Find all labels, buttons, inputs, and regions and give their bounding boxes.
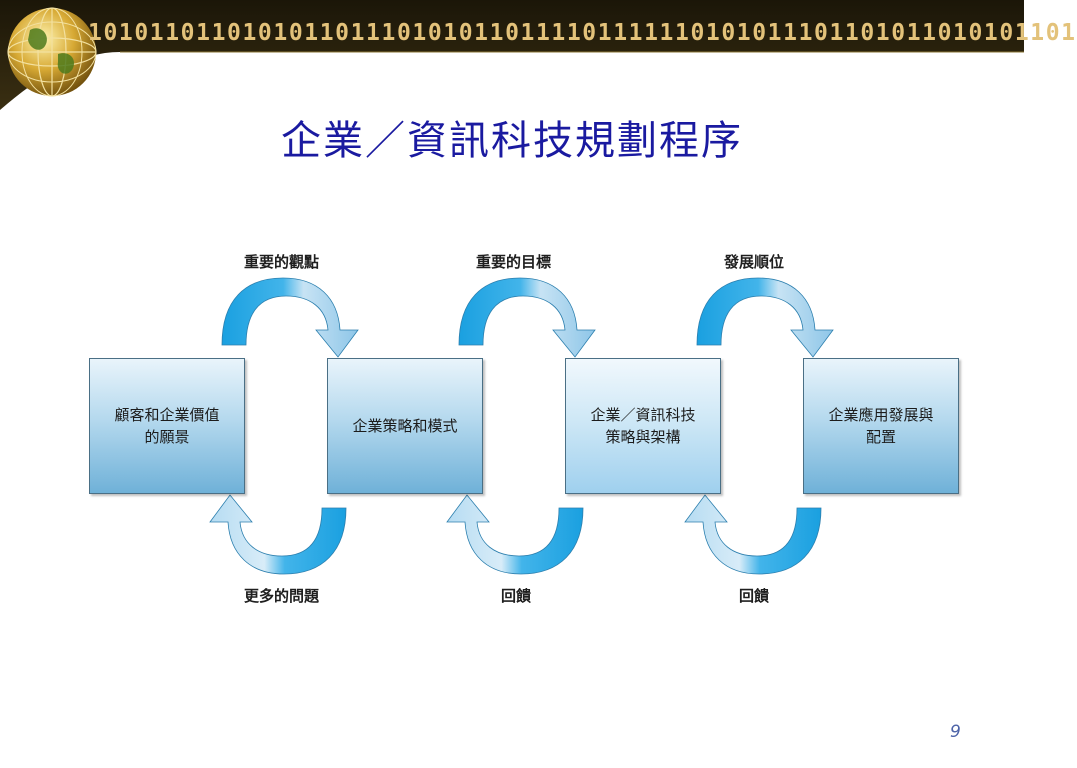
page-title: 企業／資訊科技規劃程序 xyxy=(281,118,743,164)
top-label-2: 重要的目標 xyxy=(476,253,552,271)
top-label-1: 重要的觀點 xyxy=(244,253,320,271)
top-arrow-3 xyxy=(696,277,834,358)
globe-icon xyxy=(7,7,97,97)
bottom-label-1: 更多的問題 xyxy=(244,587,320,605)
process-box-3: 企業／資訊科技 策略與架構 xyxy=(565,358,721,494)
process-box-4-text: 企業應用發展與 配置 xyxy=(828,406,934,446)
bottom-label-3: 回饋 xyxy=(739,587,770,605)
bottom-arrow-3 xyxy=(684,494,822,575)
process-box-3-text: 企業／資訊科技 策略與架構 xyxy=(590,406,696,446)
bottom-arrow-1 xyxy=(209,494,347,575)
binary-strip: 1010110110101011011101010110111101111110… xyxy=(88,20,1077,46)
bottom-label-2: 回饋 xyxy=(501,587,532,605)
bottom-arrow-2 xyxy=(446,494,584,575)
top-label-3: 發展順位 xyxy=(724,253,785,271)
header-band: 1010110110101011011101010110111101111110… xyxy=(0,0,1077,115)
page-number: 9 xyxy=(950,722,961,742)
process-box-1-text: 顧客和企業價值 的願景 xyxy=(114,406,220,446)
top-arrow-2 xyxy=(458,277,596,358)
process-box-4: 企業應用發展與 配置 xyxy=(803,358,959,494)
header-background xyxy=(0,0,1024,110)
cycle-arrows xyxy=(209,277,834,575)
process-box-1: 顧客和企業價值 的願景 xyxy=(89,358,245,494)
process-box-2: 企業策略和模式 xyxy=(327,358,483,494)
top-arrow-1 xyxy=(221,277,359,358)
process-box-2-text: 企業策略和模式 xyxy=(352,417,458,435)
